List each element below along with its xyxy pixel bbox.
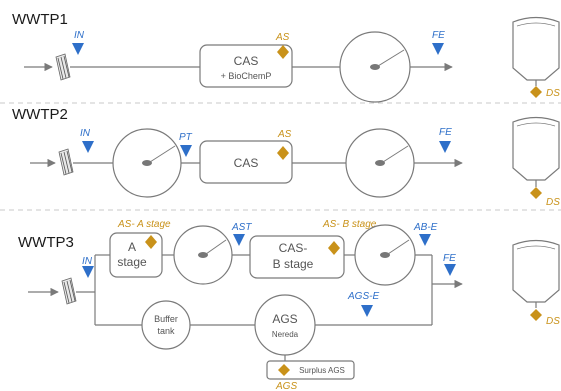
ags-sub-label: Nereda [272,330,299,339]
sample-point-ast-icon [233,234,245,246]
buffer-label-line1: Buffer [154,314,178,324]
ab-e-label: AB-E [413,222,438,233]
screen-icon [61,277,77,305]
cas-b-stage-tank [249,235,345,279]
sample-point-ds-icon [530,309,542,321]
sample-point-as-b-icon [328,241,340,255]
as-label: AS [275,32,290,43]
cas-b-label-line1: CAS- [279,241,308,255]
ds-label: DS [546,316,560,327]
wwtp2-section: WWTP2 IN PT CAS AS [12,106,560,208]
sample-point-in-icon [72,43,84,55]
sample-point-in-icon [82,266,94,278]
cas-tank [199,140,293,184]
sample-point-fe-icon [432,43,444,55]
sample-point-ags-icon [278,364,290,376]
in-label: IN [80,128,91,139]
pt-label: PT [179,132,193,143]
cas-sub-label: + BioChemP [221,71,272,81]
clarifier-icon [339,31,411,103]
intermediate-clarifier-icon [173,225,233,285]
ags-sample-label: AGS [275,381,297,391]
sludge-silo-icon [512,16,560,86]
screen-icon [58,148,74,176]
primary-clarifier-icon [112,128,182,198]
wwtp2-title: WWTP2 [12,106,68,123]
fe-label: FE [443,253,456,264]
sample-point-ds-icon [530,86,542,98]
sample-point-fe-icon [444,264,456,276]
screen-icon [55,53,71,81]
cas-label: CAS [234,156,259,170]
secondary-clarifier-icon [354,224,416,286]
sample-point-as-a-icon [145,235,157,249]
buffer-label-line2: tank [157,326,175,336]
ags-e-label: AGS-E [347,291,379,302]
fe-label: FE [439,127,452,138]
cas-label: CAS [234,54,259,68]
ds-label: DS [546,88,560,99]
sample-point-as-icon [277,45,289,59]
ds-label: DS [546,197,560,208]
sample-point-in-icon [82,141,94,153]
wwtp3-section: WWTP3 IN A stage AS- A stage AST CAS [18,219,560,391]
as-b-stage-label: AS- B stage [322,219,377,230]
a-stage-label-line2: stage [117,255,147,269]
sample-point-pt-icon [180,145,192,157]
sample-point-fe-icon [439,141,451,153]
sludge-silo-icon [512,239,560,308]
cas-b-label-line2: B stage [273,257,314,271]
ast-label: AST [231,222,252,233]
clarifier-icon [345,128,415,198]
in-label: IN [82,256,93,267]
sample-point-ds-icon [530,187,542,199]
surplus-ags-label: Surplus AGS [299,366,345,375]
fe-label: FE [432,30,445,41]
buffer-tank [141,300,191,350]
sample-point-ags-e-icon [361,305,373,317]
surplus-ags-box [266,360,355,380]
wwtp1-title: WWTP1 [12,11,68,28]
cas-tank [199,44,293,88]
a-stage-label-line1: A [128,240,136,254]
sample-point-as-icon [277,146,289,160]
ags-label: AGS [272,312,297,326]
wwtp3-title: WWTP3 [18,234,74,251]
in-label: IN [74,30,85,41]
sludge-silo-icon [512,116,560,187]
as-label: AS [277,129,292,140]
as-a-stage-label: AS- A stage [117,219,171,230]
wwtp1-section: WWTP1 IN CAS + BioChemP AS [12,11,560,103]
sample-point-ab-e-icon [419,234,431,246]
